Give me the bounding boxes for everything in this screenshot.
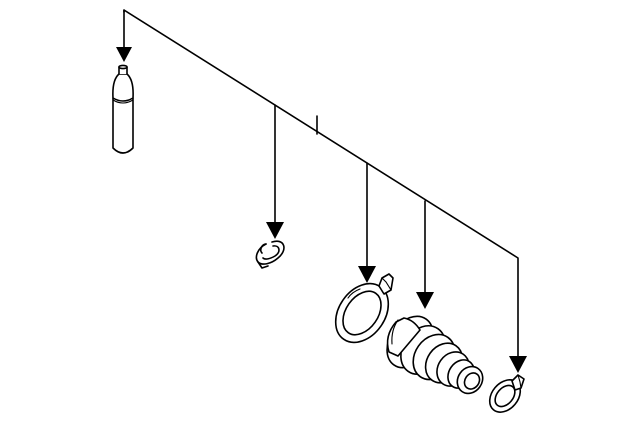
leader-lines: [123, 9, 519, 359]
bellows-boot-icon: [386, 315, 484, 395]
clamp-band-icon: [334, 273, 394, 344]
clip-icon: [255, 240, 285, 269]
clamp-ring-icon: [488, 374, 525, 413]
arrow-grease-tube: [116, 47, 132, 62]
main-leader-line: [123, 9, 519, 359]
arrow-boot: [416, 292, 434, 309]
arrow-clip: [266, 222, 284, 239]
grease-tube-icon: [112, 64, 134, 154]
arrow-large-clamp: [358, 266, 376, 283]
arrow-small-clamp: [509, 356, 527, 373]
arrowheads: [116, 47, 527, 373]
